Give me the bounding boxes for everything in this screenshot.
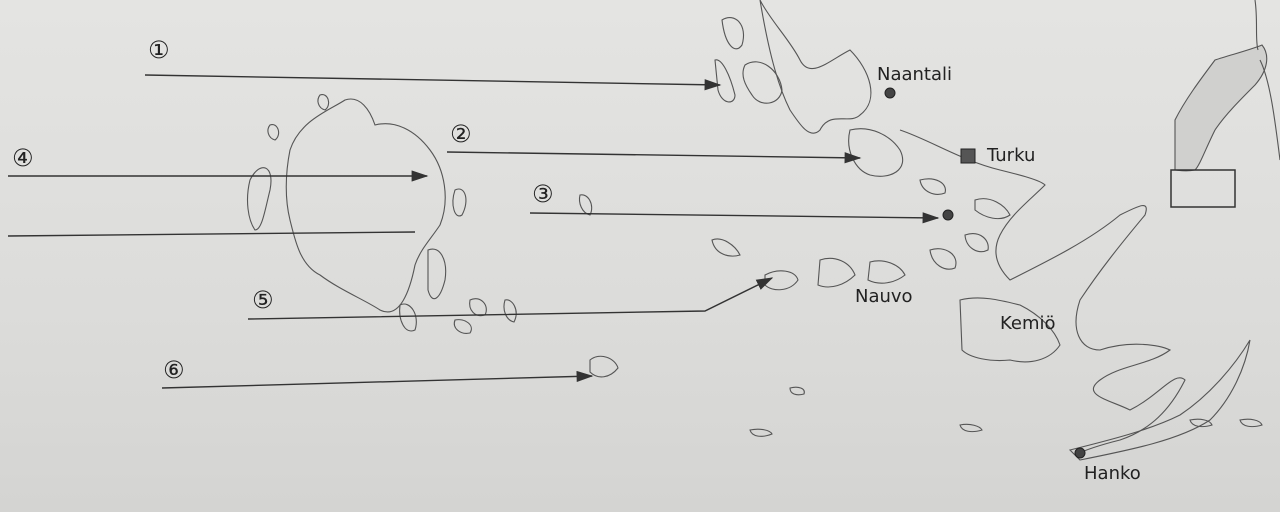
location-markers xyxy=(884,87,1086,459)
archipelago-sea-islands xyxy=(578,0,1263,461)
label-1: ① xyxy=(148,36,170,64)
arrow-3 xyxy=(529,212,940,224)
hanko-dot xyxy=(1074,447,1086,459)
target-3-dot xyxy=(942,209,954,221)
arrow-6 xyxy=(161,370,594,389)
place-hanko: Hanko xyxy=(1084,463,1141,484)
place-naantali: Naantali xyxy=(877,64,952,85)
arrow-2 xyxy=(446,151,862,164)
arrow-1 xyxy=(144,74,722,91)
naantali-dot xyxy=(884,87,896,99)
place-kemio: Kemiö xyxy=(1000,313,1056,334)
label-5: ⑤ xyxy=(252,286,274,314)
number-labels: ① ② ③ ④ ⑤ ⑥ xyxy=(12,36,554,384)
arrow-5 xyxy=(247,277,774,320)
line-4b xyxy=(7,231,416,237)
label-4: ④ xyxy=(12,144,34,172)
label-3: ③ xyxy=(532,180,554,208)
place-turku: Turku xyxy=(986,145,1035,166)
label-2: ② xyxy=(450,120,472,148)
place-labels: Naantali Turku Nauvo Kemiö Hanko xyxy=(855,64,1141,484)
inset-locator-box xyxy=(1170,169,1236,208)
turku-square xyxy=(960,148,976,164)
label-6: ⑥ xyxy=(163,356,185,384)
arrows xyxy=(7,74,940,389)
place-nauvo: Nauvo xyxy=(855,286,913,307)
finland-inset-map xyxy=(1170,0,1280,208)
aland-islands xyxy=(246,94,517,334)
